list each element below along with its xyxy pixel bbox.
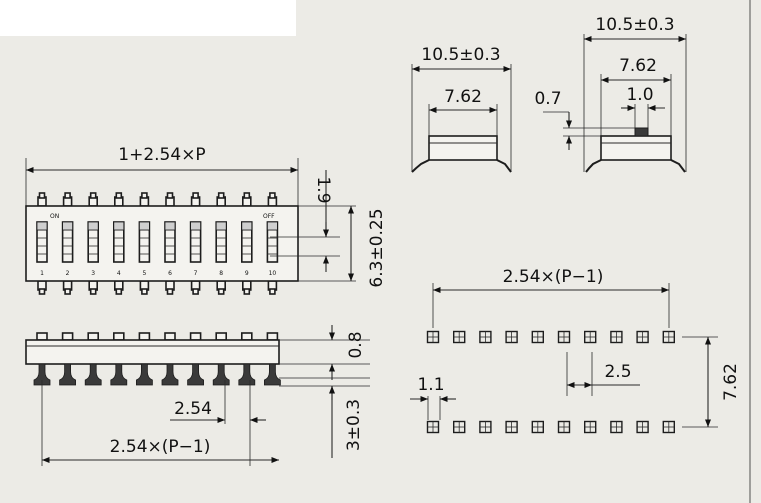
side-cap (189, 332, 202, 341)
lead-tip-bottom (269, 288, 276, 295)
switch-number: 8 (219, 270, 223, 277)
switch-knob (113, 221, 125, 231)
side-cap (113, 332, 125, 341)
side-lead-label: 3±0.3 (344, 399, 364, 451)
pad-span-label: 2.54×(P−1) (503, 267, 604, 287)
right-width-label: 10.5±0.3 (595, 15, 674, 35)
side-cap (138, 332, 151, 341)
side-cap (164, 332, 176, 341)
switch-top-view: 1+2.54×P ON OFF 1 2 3 4 5 6 7 8 9 10 1.9 6.3±0.25 (25, 145, 387, 295)
side-cap (61, 332, 74, 341)
lead-tip-top (64, 192, 71, 199)
switch-knob (62, 221, 73, 231)
switch-number: 3 (91, 270, 95, 277)
switch-number: 4 (117, 270, 121, 277)
lead-tip-bottom (166, 288, 174, 295)
lead-tip-bottom (38, 288, 46, 295)
side-lead (33, 363, 51, 386)
switch-number: 10 (269, 270, 277, 277)
side-lead (212, 363, 230, 386)
top-view-leads (37, 192, 278, 295)
switch-number: 1 (40, 270, 44, 277)
blank-label-patch (0, 0, 296, 36)
lead-tip-top (192, 192, 199, 199)
side-view-leads (33, 363, 281, 386)
off-label: OFF (263, 213, 275, 220)
switch-number: 6 (168, 270, 172, 277)
lead-tip-top (89, 192, 97, 199)
switch-knob (190, 221, 202, 231)
side-pitch-label: 2.54 (174, 399, 212, 419)
lead-tip-bottom (243, 288, 251, 295)
pad-width-label: 1.1 (417, 375, 444, 395)
switch-knob (215, 221, 227, 231)
right-gap-label: 0.7 (534, 89, 561, 109)
side-view-actuators (36, 332, 279, 341)
pcb-footprint: 2.54×(P−1) 2.5 1.1 7.62 (410, 267, 741, 434)
lead-height-label: 1.9 (313, 176, 333, 203)
pad-row-top (426, 330, 675, 344)
side-lead (59, 363, 76, 386)
right-inner-label: 7.62 (619, 56, 657, 76)
side-lead (238, 363, 256, 386)
lead-tip-bottom (64, 288, 71, 295)
switch-numbers: 1 2 3 4 5 6 7 8 9 10 (40, 270, 276, 277)
side-lead (187, 363, 204, 386)
lead-tip-bottom (89, 288, 97, 295)
on-label: ON (50, 213, 59, 220)
lead-tip-top (166, 192, 174, 199)
side-span-label: 2.54×(P−1) (110, 437, 211, 457)
side-cap (266, 332, 279, 341)
side-lead (264, 363, 281, 386)
lead-tip-top (38, 192, 46, 199)
switch-side-view: 0.8 3±0.3 2.54 2.54×(P−1) (25, 325, 370, 466)
lead-tip-top (269, 192, 276, 199)
switch-number: 2 (66, 270, 70, 277)
top-width-label: 10.5±0.3 (421, 45, 500, 65)
side-cap (87, 332, 99, 341)
lead-tip-bottom (217, 288, 225, 295)
switch-knob (36, 221, 48, 231)
switch-knob (164, 221, 176, 231)
body-length-label: 1+2.54×P (118, 145, 205, 165)
switch-knob (241, 221, 253, 231)
pad-pitch-label: 2.5 (604, 362, 631, 382)
lead-tip-top (217, 192, 225, 199)
lead-tip-bottom (192, 288, 199, 295)
side-cap (36, 332, 48, 341)
switch-knob (266, 221, 278, 231)
lead-tip-bottom (141, 288, 148, 295)
lead-tip-bottom (115, 288, 123, 295)
side-cap (241, 332, 253, 341)
side-cap (215, 332, 227, 341)
lead-tip-top (243, 192, 251, 199)
end-view-left: 10.5±0.3 7.62 (411, 45, 512, 173)
pad-row-bottom (426, 420, 675, 434)
right-pin-label: 1.0 (626, 85, 653, 105)
side-lead (110, 363, 128, 386)
body-height-label: 6.3±0.25 (367, 208, 387, 287)
switch-number: 7 (194, 270, 198, 277)
side-lead (136, 363, 153, 386)
pad-row-label: 7.62 (721, 363, 741, 401)
top-inner-label: 7.62 (444, 87, 482, 107)
side-top-label: 0.8 (346, 331, 366, 358)
switch-knob (87, 221, 99, 231)
switch-number: 9 (245, 270, 249, 277)
lead-tip-top (141, 192, 148, 199)
end-view-right: 10.5±0.3 7.62 1.0 0.7 (534, 15, 687, 173)
switch-actuators (36, 221, 279, 263)
switch-number: 5 (142, 270, 146, 277)
switch-knob (138, 221, 150, 231)
lead-tip-top (115, 192, 123, 199)
side-lead (161, 363, 179, 386)
side-lead (84, 363, 102, 386)
